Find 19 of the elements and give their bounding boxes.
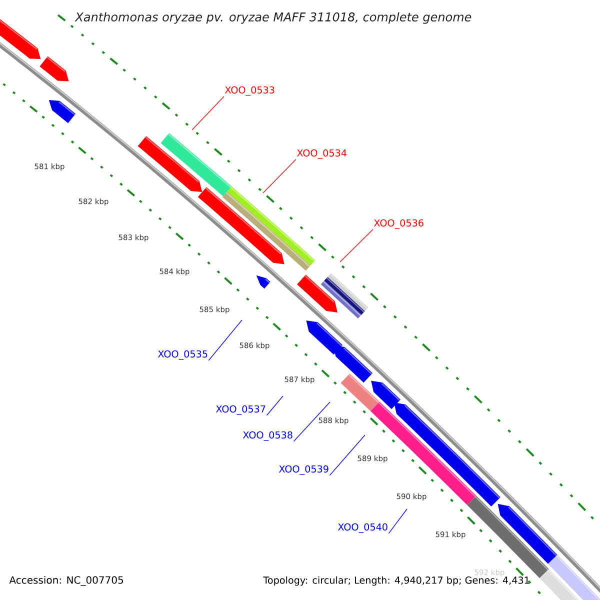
leader-line [192, 96, 224, 130]
leader-line [329, 434, 366, 476]
gene-label: XOO_0539 [278, 465, 328, 475]
gene-label: XOO_0537 [216, 405, 266, 415]
genome-info-label: Topology: circular; Length: 4,940,217 bp; Genes: 4,431 [263, 576, 530, 586]
gene-label: XOO_0538 [242, 431, 292, 441]
leader-line [262, 159, 296, 194]
title: Xanthomonas oryzae pv. oryzae MAFF 311018, complete genome [74, 12, 472, 24]
leader-line [208, 320, 242, 361]
leader-line [388, 508, 408, 534]
gene-label: XOO_0533 [224, 86, 274, 96]
gene-label: XOO_0536 [374, 219, 424, 229]
leader-line [266, 396, 284, 416]
gene-label: XOO_0540 [338, 523, 388, 533]
gene-label: XOO_0534 [296, 149, 346, 159]
accession-label: Accession: NC_007705 [9, 576, 124, 586]
leader-line [340, 229, 374, 262]
leader-line [293, 402, 330, 442]
gene-label: XOO_0535 [158, 350, 208, 360]
